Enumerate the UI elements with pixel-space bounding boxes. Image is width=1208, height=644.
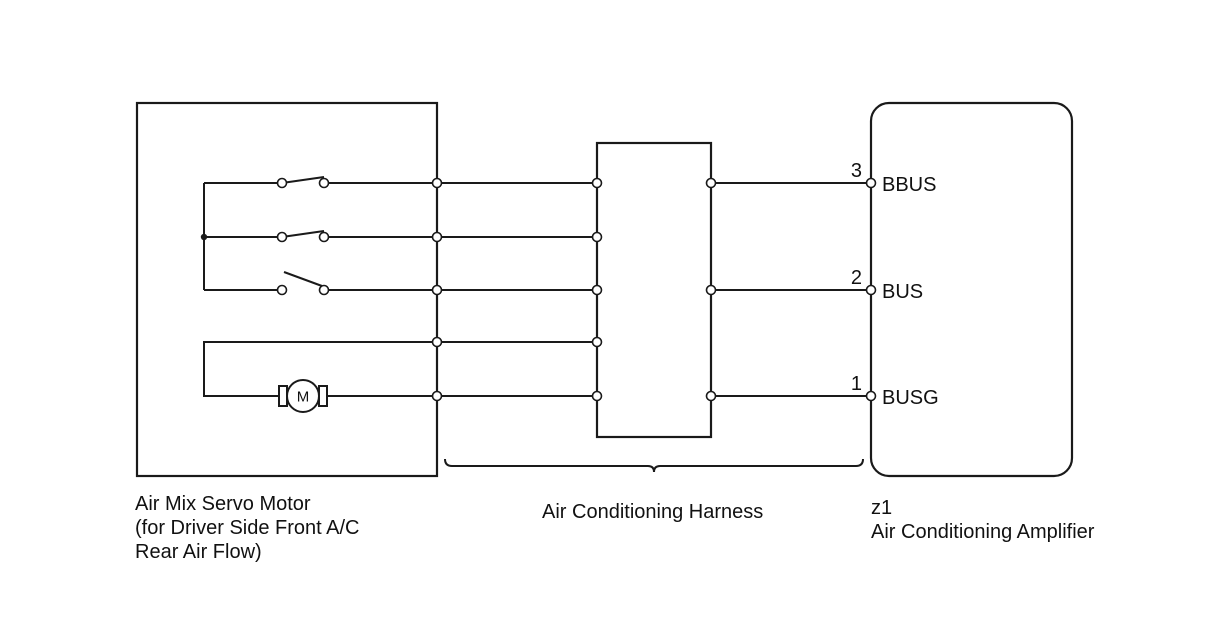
servo-to-harness-wires <box>437 182 597 397</box>
harness-bracket <box>444 458 864 473</box>
amplifier-connector-code: z1 <box>871 497 893 519</box>
servo-switch-circuit <box>200 176 437 296</box>
amplifier-label: z1 Air Conditioning Amplifier <box>871 496 1094 544</box>
motor-symbol-label: M <box>297 389 310 406</box>
servo-motor-circuit <box>203 341 437 407</box>
amplifier-terminals <box>865 177 877 402</box>
harness-right-terminals <box>705 177 717 402</box>
amplifier-name: Air Conditioning Amplifier <box>871 521 1095 543</box>
pin-number-bbus: 3 <box>851 160 862 182</box>
servo-motor-label-line-3: Rear Air Flow) <box>135 541 262 563</box>
pin-signal-busg: BUSG <box>882 387 939 409</box>
harness-left-terminals <box>591 177 603 402</box>
pin-number-busg: 1 <box>851 373 862 395</box>
motor-symbol: M <box>286 379 320 413</box>
servo-connector-terminals <box>431 177 443 402</box>
servo-motor-label-line-2: (for Driver Side Front A/C <box>135 517 360 539</box>
pin-signal-bbus: BBUS <box>882 174 936 196</box>
harness-box <box>595 141 713 439</box>
pin-number-bus: 2 <box>851 267 862 289</box>
pin-signal-bus: BUS <box>882 281 923 303</box>
servo-motor-label-line-1: Air Mix Servo Motor <box>135 493 311 515</box>
servo-motor-label: Air Mix Servo Motor (for Driver Side Fro… <box>135 492 360 564</box>
harness-to-amplifier-wires <box>711 182 871 397</box>
harness-label: Air Conditioning Harness <box>542 501 764 523</box>
